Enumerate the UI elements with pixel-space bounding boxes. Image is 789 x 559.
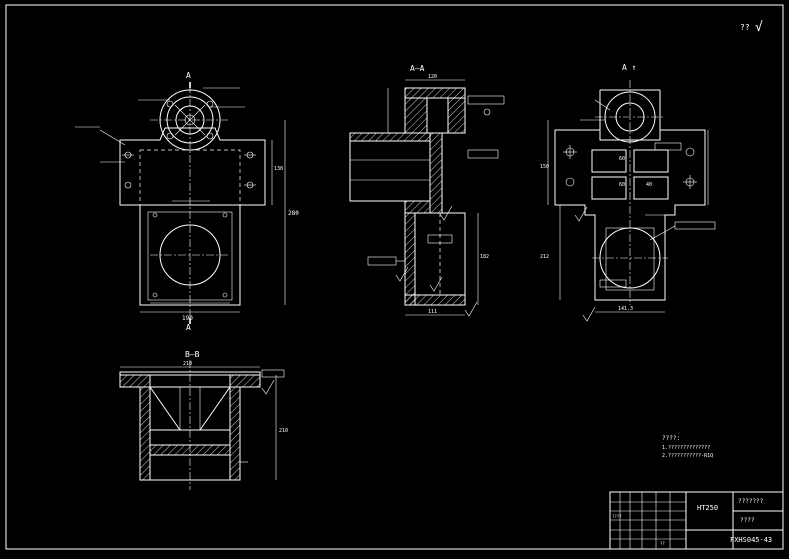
title-block: ???? ?? HT250 ??????? ???? FXHS045-43 — [609, 491, 784, 550]
viewa-side-dim: 150 — [540, 164, 549, 170]
viewa-d3: 60 — [619, 156, 625, 162]
side-top-dim: 120 — [428, 74, 437, 80]
front-width-dim: 190 — [182, 315, 193, 322]
front-height-dim: 280 — [288, 210, 299, 217]
viewa-bottom-dim: 141.3 — [618, 306, 633, 312]
view-a: A ↑ 60 40 60 141 — [540, 63, 716, 322]
technical-notes: ????: 1.?????????????? 2.???????????-R1Q — [662, 435, 713, 459]
front-view: A A — [75, 71, 299, 332]
cut-label-top: A — [186, 71, 191, 80]
tb-small-1: ???? — [612, 514, 622, 519]
view-a-title: A ↑ — [622, 63, 636, 72]
notes-heading: ????: — [662, 435, 680, 442]
bb-width-dim: 210 — [183, 361, 192, 367]
tb-drawing-no: FXHS045-43 — [730, 536, 772, 544]
roughness-mark: ?? √ — [740, 20, 763, 35]
bb-height-dim: 210 — [279, 428, 288, 434]
cut-label-bottom: A — [186, 323, 191, 332]
front-dim-2: 130 — [274, 166, 283, 172]
svg-text:??: ?? — [740, 23, 750, 32]
section-aa-view: A—A 111 120 182 — [349, 64, 505, 317]
svg-text:√: √ — [755, 20, 763, 35]
section-aa-title: A—A — [410, 64, 425, 73]
section-bb-view: B—B 210 210 — [119, 350, 288, 490]
sheet-border — [5, 4, 784, 550]
side-height-dim: 182 — [480, 254, 489, 260]
side-width-dim: 111 — [428, 309, 437, 315]
viewa-height-dim: 212 — [540, 254, 549, 260]
viewa-d2: 40 — [646, 182, 652, 188]
tb-name: ??????? — [738, 498, 764, 505]
section-bb-title: B—B — [185, 350, 200, 359]
tb-material: HT250 — [697, 504, 718, 512]
tb-org: ???? — [740, 517, 755, 524]
notes-line-1: 1.?????????????? — [662, 445, 710, 451]
tb-small-2: ?? — [660, 541, 665, 546]
notes-line-2: 2.???????????-R1Q — [662, 453, 713, 459]
viewa-d1: 60 — [619, 182, 625, 188]
